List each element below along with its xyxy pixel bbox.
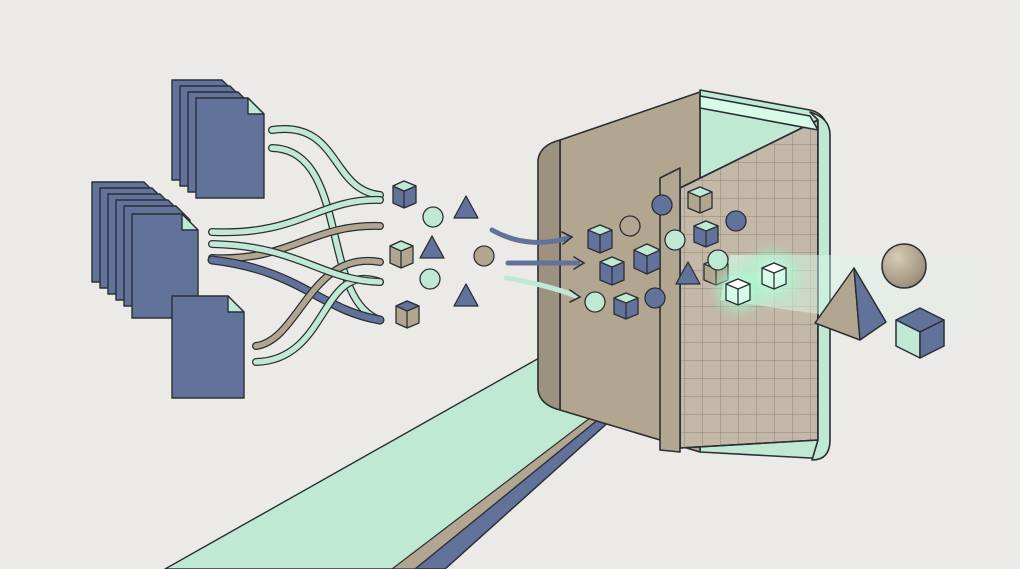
- selected-tokens: [708, 242, 806, 320]
- box-pyramid-1: [675, 261, 701, 285]
- box-cube-7: [613, 292, 639, 320]
- document-stack-middle: [91, 181, 199, 319]
- token-cube-2: [389, 240, 414, 269]
- box-sphere-4: [664, 229, 686, 251]
- ribbon-mint-3: [208, 195, 384, 237]
- glow-cube-2: [761, 262, 787, 290]
- output-shapes: [814, 243, 945, 359]
- box-cube-5: [599, 256, 625, 286]
- token-pyramid-2: [453, 195, 479, 219]
- output-sphere: [881, 243, 927, 289]
- token-pyramid-1: [419, 235, 445, 259]
- arrow-upper: [489, 227, 571, 245]
- box-cube-1: [587, 224, 613, 254]
- data-ribbons: [207, 125, 385, 366]
- ribbon-blue-1: [207, 255, 385, 325]
- box-tokens: [584, 186, 747, 320]
- token-cluster: [389, 180, 495, 329]
- glow-cube-1: [725, 278, 751, 306]
- box-sphere-2: [651, 194, 673, 216]
- document-stack-bottom: [171, 295, 245, 399]
- output-pyramid: [814, 267, 887, 341]
- token-sphere-3: [473, 245, 495, 267]
- box-sphere-7: [644, 287, 666, 309]
- ribbon-tan-1: [208, 221, 384, 263]
- box-sphere-6: [584, 291, 606, 313]
- output-cube: [895, 307, 945, 359]
- token-sphere-1: [422, 206, 444, 228]
- flow-arrows: [489, 227, 586, 303]
- box-cube-2: [687, 186, 713, 214]
- box-cube-3: [693, 220, 719, 248]
- token-cube-1: [392, 180, 417, 209]
- document-stack-top: [171, 79, 265, 199]
- ribbon-mint-5: [208, 240, 384, 286]
- box-sphere-1: [619, 215, 641, 237]
- arrow-lower: [503, 275, 579, 299]
- ribbon-mint-1: [268, 125, 384, 199]
- token-sphere-2: [419, 268, 441, 290]
- box-sphere-3: [725, 210, 747, 232]
- ribbon-tan-2: [252, 256, 384, 350]
- token-cube-3: [395, 300, 420, 329]
- token-pyramid-3: [453, 283, 479, 307]
- box-cube-4: [633, 243, 661, 275]
